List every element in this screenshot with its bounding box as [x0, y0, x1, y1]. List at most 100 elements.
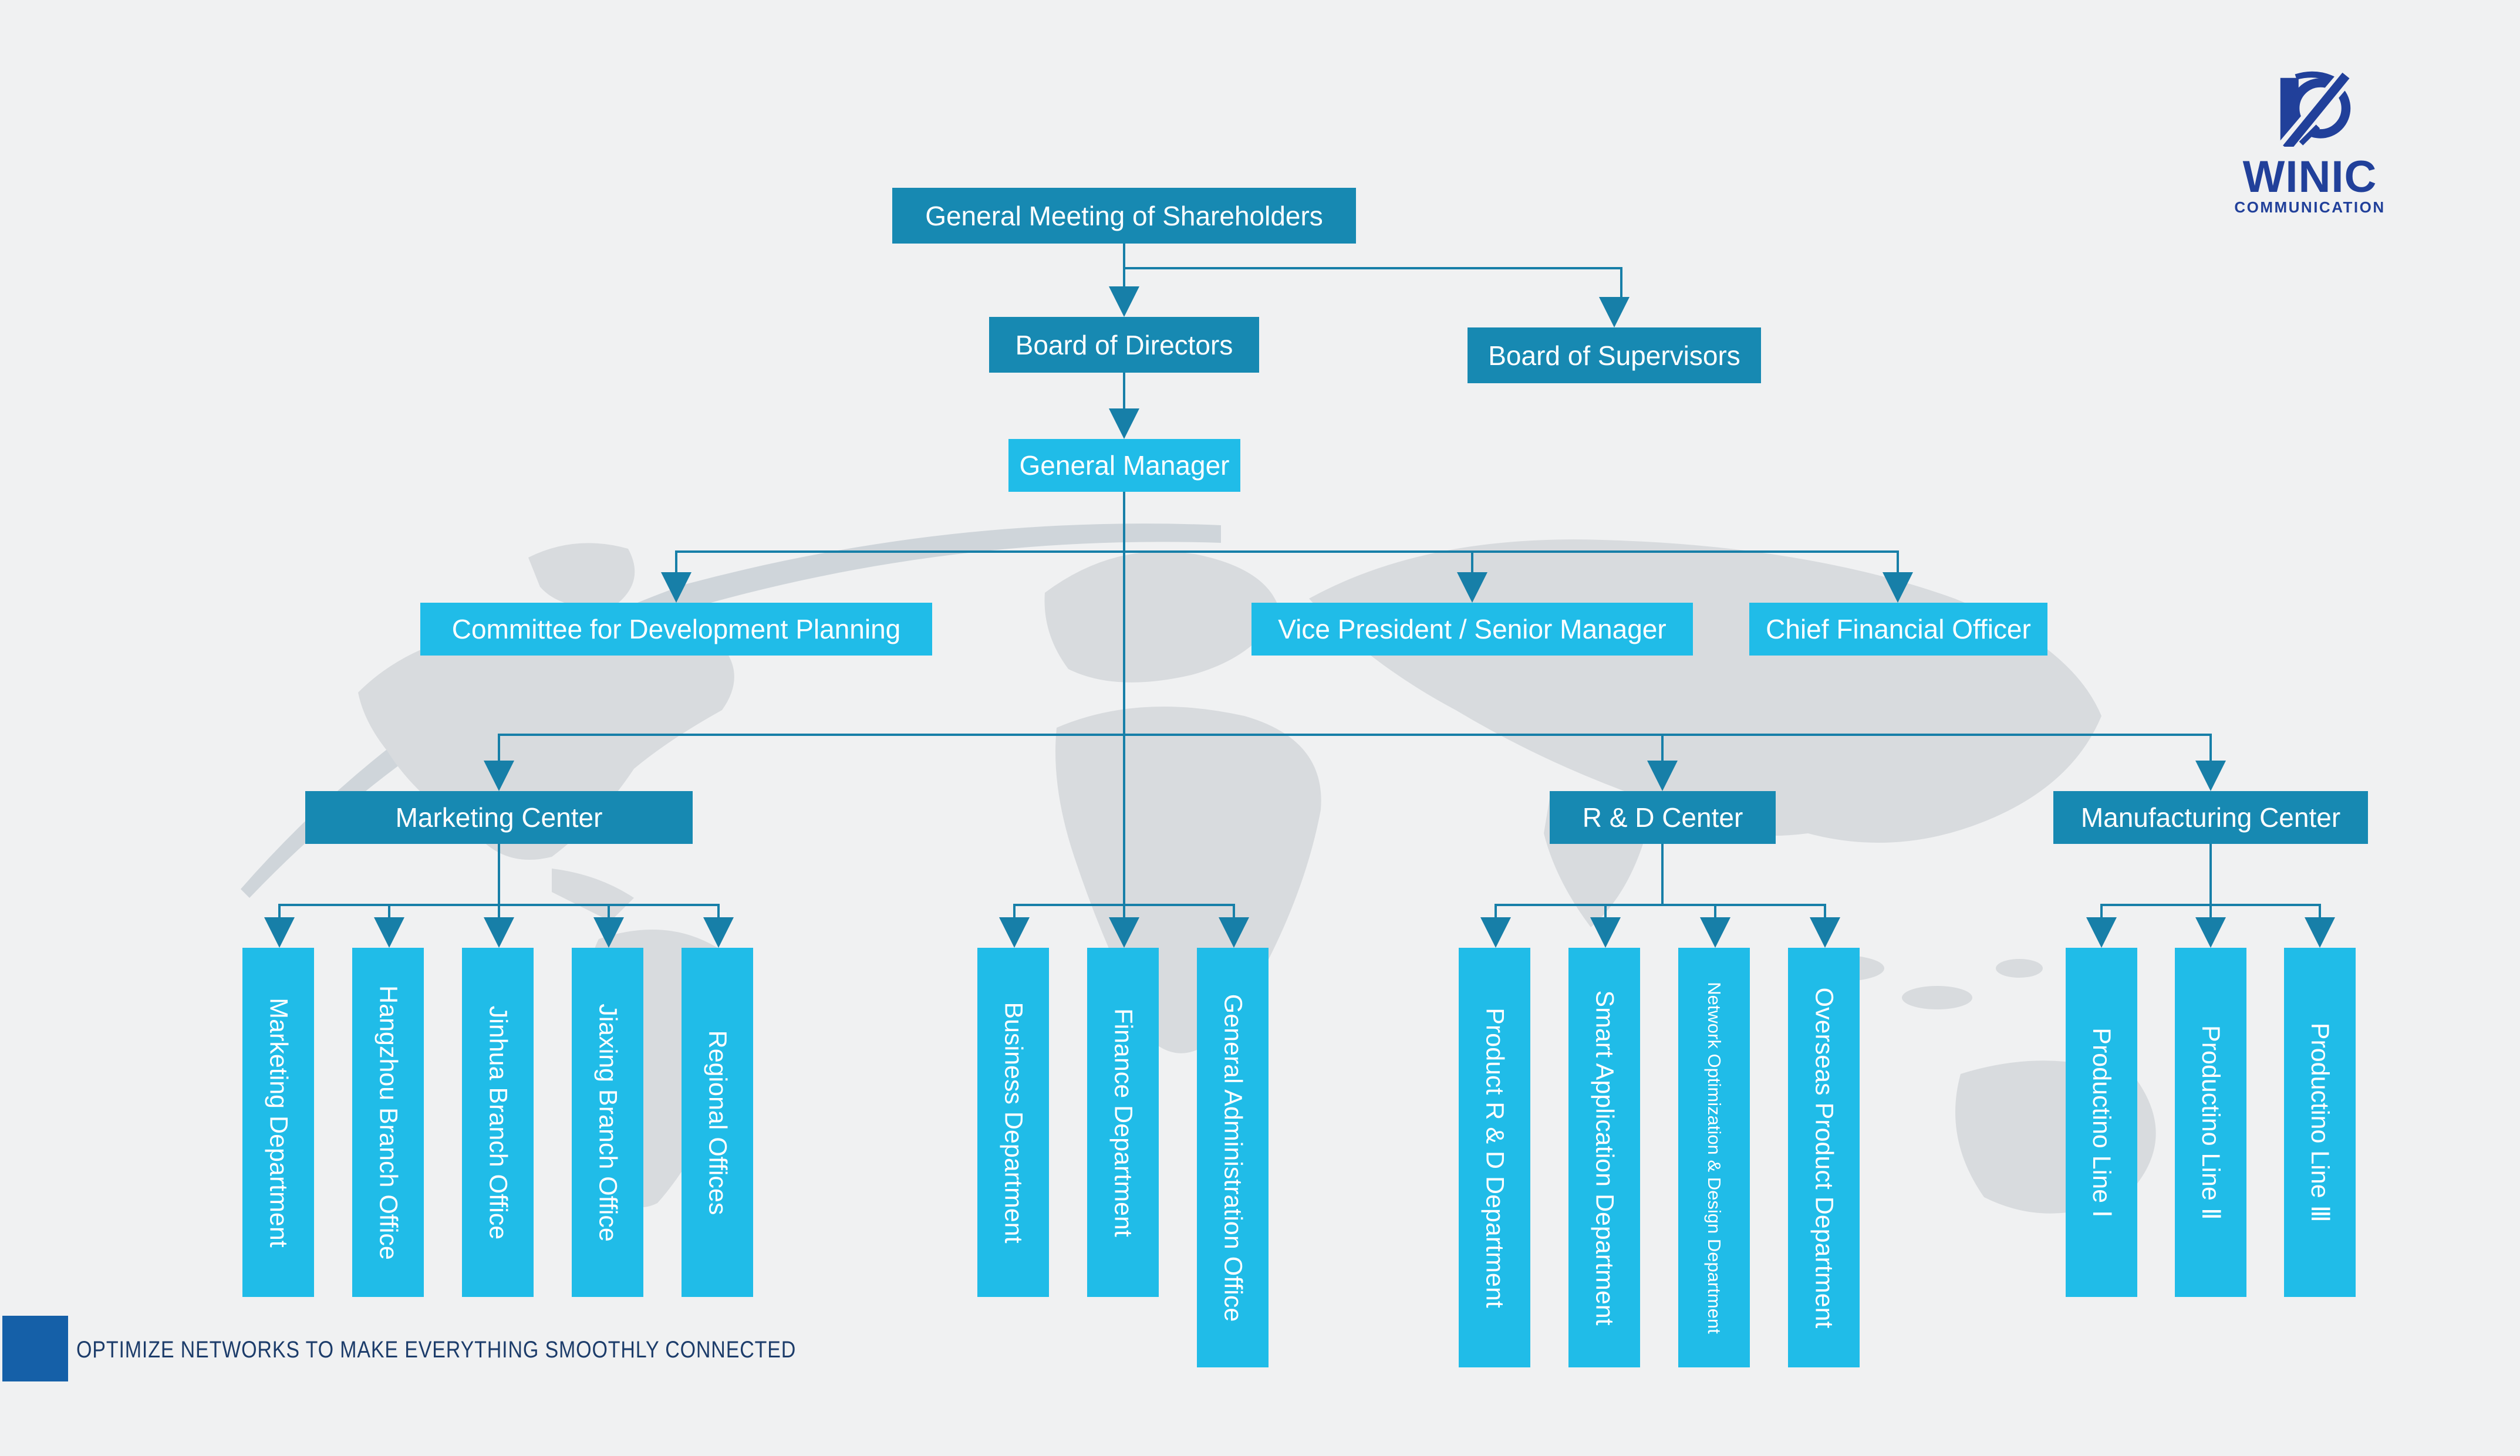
connector-arrow	[484, 917, 514, 948]
node-label: Marketing Center	[395, 802, 603, 833]
node-label: Business Department	[999, 1001, 1028, 1244]
connector-arrow	[999, 917, 1030, 948]
logo-subtitle: COMMUNICATION	[2234, 198, 2386, 216]
node-jiaxing-branch-office: Jiaxing Branch Office	[572, 948, 643, 1297]
connector-line	[2209, 904, 2212, 921]
connector-line	[2319, 904, 2321, 921]
node-network-optimization-design-department: Network Optimization & Design Department	[1678, 948, 1750, 1367]
node-label: Committee for Development Planning	[451, 614, 901, 644]
footer-accent-square	[2, 1316, 68, 1381]
connector-line	[1123, 492, 1125, 906]
connector-line	[676, 550, 1899, 553]
connector-line	[675, 550, 677, 575]
connector-arrow	[2195, 761, 2226, 791]
connector-line	[717, 904, 720, 921]
node-smart-application-department: Smart Application Department	[1568, 948, 1640, 1367]
node-product-rd-department: Product R & D Department	[1459, 948, 1530, 1367]
connector-arrow	[1109, 286, 1139, 317]
node-general-administration-office: General Administration Office	[1197, 948, 1269, 1367]
connector-line	[278, 904, 281, 921]
connector-arrow	[2086, 917, 2117, 948]
connector-line	[1123, 904, 1125, 921]
connector-arrow	[1480, 917, 1511, 948]
node-label: Overseas Product Department	[1810, 987, 1838, 1328]
connector-line	[1495, 904, 1497, 921]
connector-arrow	[703, 917, 734, 948]
node-label: Vice President / Senior Manager	[1278, 614, 1666, 644]
connector-line	[388, 904, 390, 921]
node-label: General Administration Office	[1219, 994, 1247, 1322]
logo-name: WINIC	[2242, 152, 2377, 202]
connector-line	[1233, 904, 1235, 921]
node-vice-president-senior-manager: Vice President / Senior Manager	[1251, 603, 1693, 656]
node-label: Productino Line Ⅰ	[2087, 1027, 2116, 1218]
node-label: R & D Center	[1582, 802, 1743, 833]
node-label: Jinhua Branch Office	[484, 1005, 512, 1239]
node-board-of-directors: Board of Directors	[989, 317, 1259, 373]
node-chief-financial-officer: Chief Financial Officer	[1749, 603, 2047, 656]
connector-arrow	[593, 917, 624, 948]
connector-arrow	[1700, 917, 1730, 948]
node-production-line-2: Productino Line Ⅱ	[2175, 948, 2246, 1297]
connector-line	[2209, 734, 2212, 762]
connector-line	[498, 844, 500, 906]
connector-line	[1661, 734, 1664, 762]
connector-arrow	[1647, 761, 1678, 791]
node-label: General Meeting of Shareholders	[925, 200, 1323, 231]
node-marketing-center: Marketing Center	[305, 791, 693, 844]
connector-line	[2100, 904, 2103, 921]
connector-arrow	[264, 917, 295, 948]
node-marketing-department: Marketing Department	[242, 948, 314, 1297]
connector-arrow	[1590, 917, 1621, 948]
node-business-department: Business Department	[977, 948, 1049, 1297]
connector-arrow	[1109, 917, 1139, 948]
node-label: General Manager	[1019, 450, 1230, 481]
node-label: Network Optimization & Design Department	[1704, 981, 1725, 1334]
connector-line	[1471, 550, 1473, 575]
connector-arrow	[2195, 917, 2226, 948]
node-manufacturing-center: Manufacturing Center	[2053, 791, 2368, 844]
node-general-manager: General Manager	[1008, 439, 1240, 492]
node-production-line-1: Productino Line Ⅰ	[2066, 948, 2137, 1297]
connector-arrow	[1883, 572, 1913, 603]
node-label: Chief Financial Officer	[1766, 614, 2031, 644]
node-label: Productino Line Ⅲ	[2306, 1022, 2334, 1222]
node-label: Board of Directors	[1015, 329, 1233, 360]
node-label: Finance Department	[1109, 1008, 1138, 1237]
footer-slogan: OPTIMIZE NETWORKS TO MAKE EVERYTHING SMO…	[76, 1337, 797, 1363]
node-label: Manufacturing Center	[2080, 802, 2341, 833]
node-label: Smart Application Department	[1590, 989, 1619, 1326]
connector-arrow	[1457, 572, 1487, 603]
node-board-of-supervisors: Board of Supervisors	[1468, 327, 1761, 383]
node-jinhua-branch-office: Jinhua Branch Office	[462, 948, 534, 1297]
node-rd-center: R & D Center	[1550, 791, 1776, 844]
connector-line	[1013, 904, 1016, 921]
node-label: Board of Supervisors	[1488, 340, 1740, 371]
connector-line	[498, 734, 2212, 736]
connector-line	[1620, 267, 1622, 299]
connector-arrow	[661, 572, 691, 603]
connector-arrow	[1219, 917, 1249, 948]
connector-arrow	[1109, 408, 1139, 439]
connector-line	[1824, 904, 1826, 921]
connector-line	[498, 734, 500, 762]
connector-line	[1661, 844, 1664, 906]
node-production-line-3: Productino Line Ⅲ	[2284, 948, 2356, 1297]
winic-logo-icon	[2276, 70, 2355, 147]
node-finance-department: Finance Department	[1087, 948, 1159, 1297]
node-label: Productino Line Ⅱ	[2197, 1025, 2225, 1220]
connector-line	[1714, 904, 1716, 921]
connector-line	[1123, 244, 1125, 288]
node-hangzhou-branch-office: Hangzhou Branch Office	[352, 948, 424, 1297]
connector-line	[1123, 373, 1125, 411]
connector-line	[1496, 904, 1825, 906]
node-label: Regional Offices	[703, 1030, 732, 1215]
connector-arrow	[2305, 917, 2335, 948]
node-general-meeting-of-shareholders: General Meeting of Shareholders	[892, 188, 1356, 244]
node-label: Product R & D Department	[1480, 1007, 1509, 1308]
connector-line	[1604, 904, 1607, 921]
node-overseas-product-department: Overseas Product Department	[1788, 948, 1860, 1367]
connector-line	[1897, 550, 1899, 575]
node-committee-for-development-planning: Committee for Development Planning	[420, 603, 932, 656]
connector-line	[1123, 267, 1622, 269]
